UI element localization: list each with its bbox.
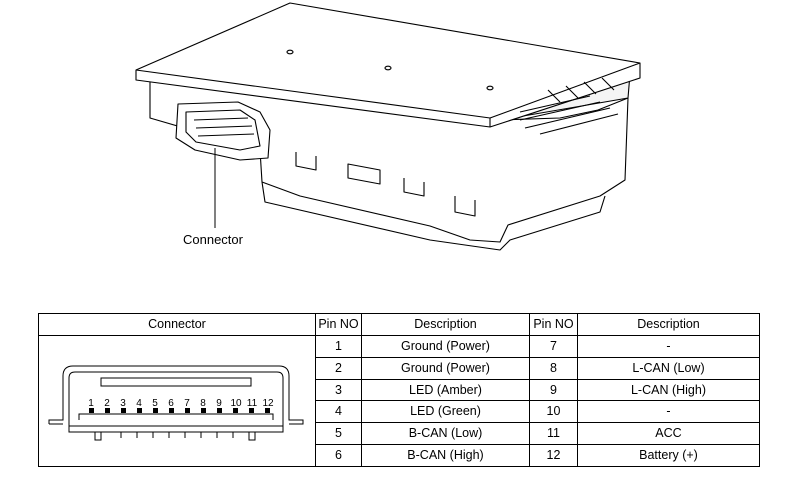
pin-no-cell: 12: [529, 444, 578, 467]
pin-no-cell: 2: [315, 356, 362, 380]
description-cell: ACC: [577, 422, 760, 446]
pin-label: 3: [120, 398, 126, 409]
pin-no-cell: 9: [529, 378, 578, 402]
header-description-a: Description: [361, 313, 530, 336]
pin-label: 9: [216, 398, 222, 409]
description-cell: -: [577, 400, 760, 424]
pin-no-cell: 5: [315, 422, 362, 446]
pin-label: 10: [230, 398, 242, 409]
pin-no-cell: 8: [529, 356, 578, 380]
connector-pinout-diagram: 1 2 3 4 5 6 7 8 9 10 11 12: [48, 365, 304, 441]
pin-label: 1: [88, 398, 94, 409]
description-cell: L-CAN (Low): [577, 356, 760, 380]
pin-label: 2: [104, 398, 110, 409]
module-illustration: Connector: [135, 2, 641, 251]
header-connector: Connector: [38, 313, 316, 336]
description-cell: B-CAN (Low): [361, 422, 530, 446]
pin-no-cell: 7: [529, 335, 578, 358]
description-cell: Ground (Power): [361, 335, 530, 358]
pin-label: 6: [168, 398, 174, 409]
table-row: 5 B-CAN (Low) 11 ACC: [39, 422, 760, 446]
table-row: 1 2 3 4 5 6 7 8 9 10 11 12 1: [38, 335, 760, 467]
connector-diagram-cell: 1 2 3 4 5 6 7 8 9 10 11 12: [38, 335, 316, 467]
pin-label: 5: [152, 398, 158, 409]
pin-no-cell: 4: [315, 400, 362, 424]
pin-label: 12: [262, 398, 274, 409]
table-row: 6 B-CAN (High) 12 Battery (+): [39, 444, 760, 467]
description-cell: B-CAN (High): [361, 444, 530, 467]
pin-label: 11: [247, 398, 258, 409]
description-cell: LED (Green): [361, 400, 530, 424]
description-cell: Battery (+): [577, 444, 760, 467]
pin-no-cell: 1: [315, 335, 362, 358]
table-row: 3 LED (Amber) 9 L-CAN (High): [39, 378, 760, 402]
pin-label: 4: [136, 398, 142, 409]
pin-label: 7: [184, 398, 190, 409]
description-cell: Ground (Power): [361, 356, 530, 380]
pin-no-cell: 11: [529, 422, 578, 446]
connector-callout-label: Connector: [183, 232, 244, 247]
header-pin-no-a: Pin NO: [315, 313, 362, 336]
table-header-row: Connector Pin NO Description Pin NO Desc…: [38, 313, 760, 336]
header-pin-no-b: Pin NO: [529, 313, 578, 336]
header-description-b: Description: [577, 313, 760, 336]
pin-label: 8: [200, 398, 206, 409]
pin-no-cell: 10: [529, 400, 578, 424]
description-cell: L-CAN (High): [577, 378, 760, 402]
pin-table: Connector Pin NO Description Pin NO Desc…: [38, 313, 760, 467]
description-cell: -: [577, 335, 760, 358]
pin-no-cell: 6: [315, 444, 362, 467]
pin-no-cell: 3: [315, 378, 362, 402]
description-cell: LED (Amber): [361, 378, 530, 402]
